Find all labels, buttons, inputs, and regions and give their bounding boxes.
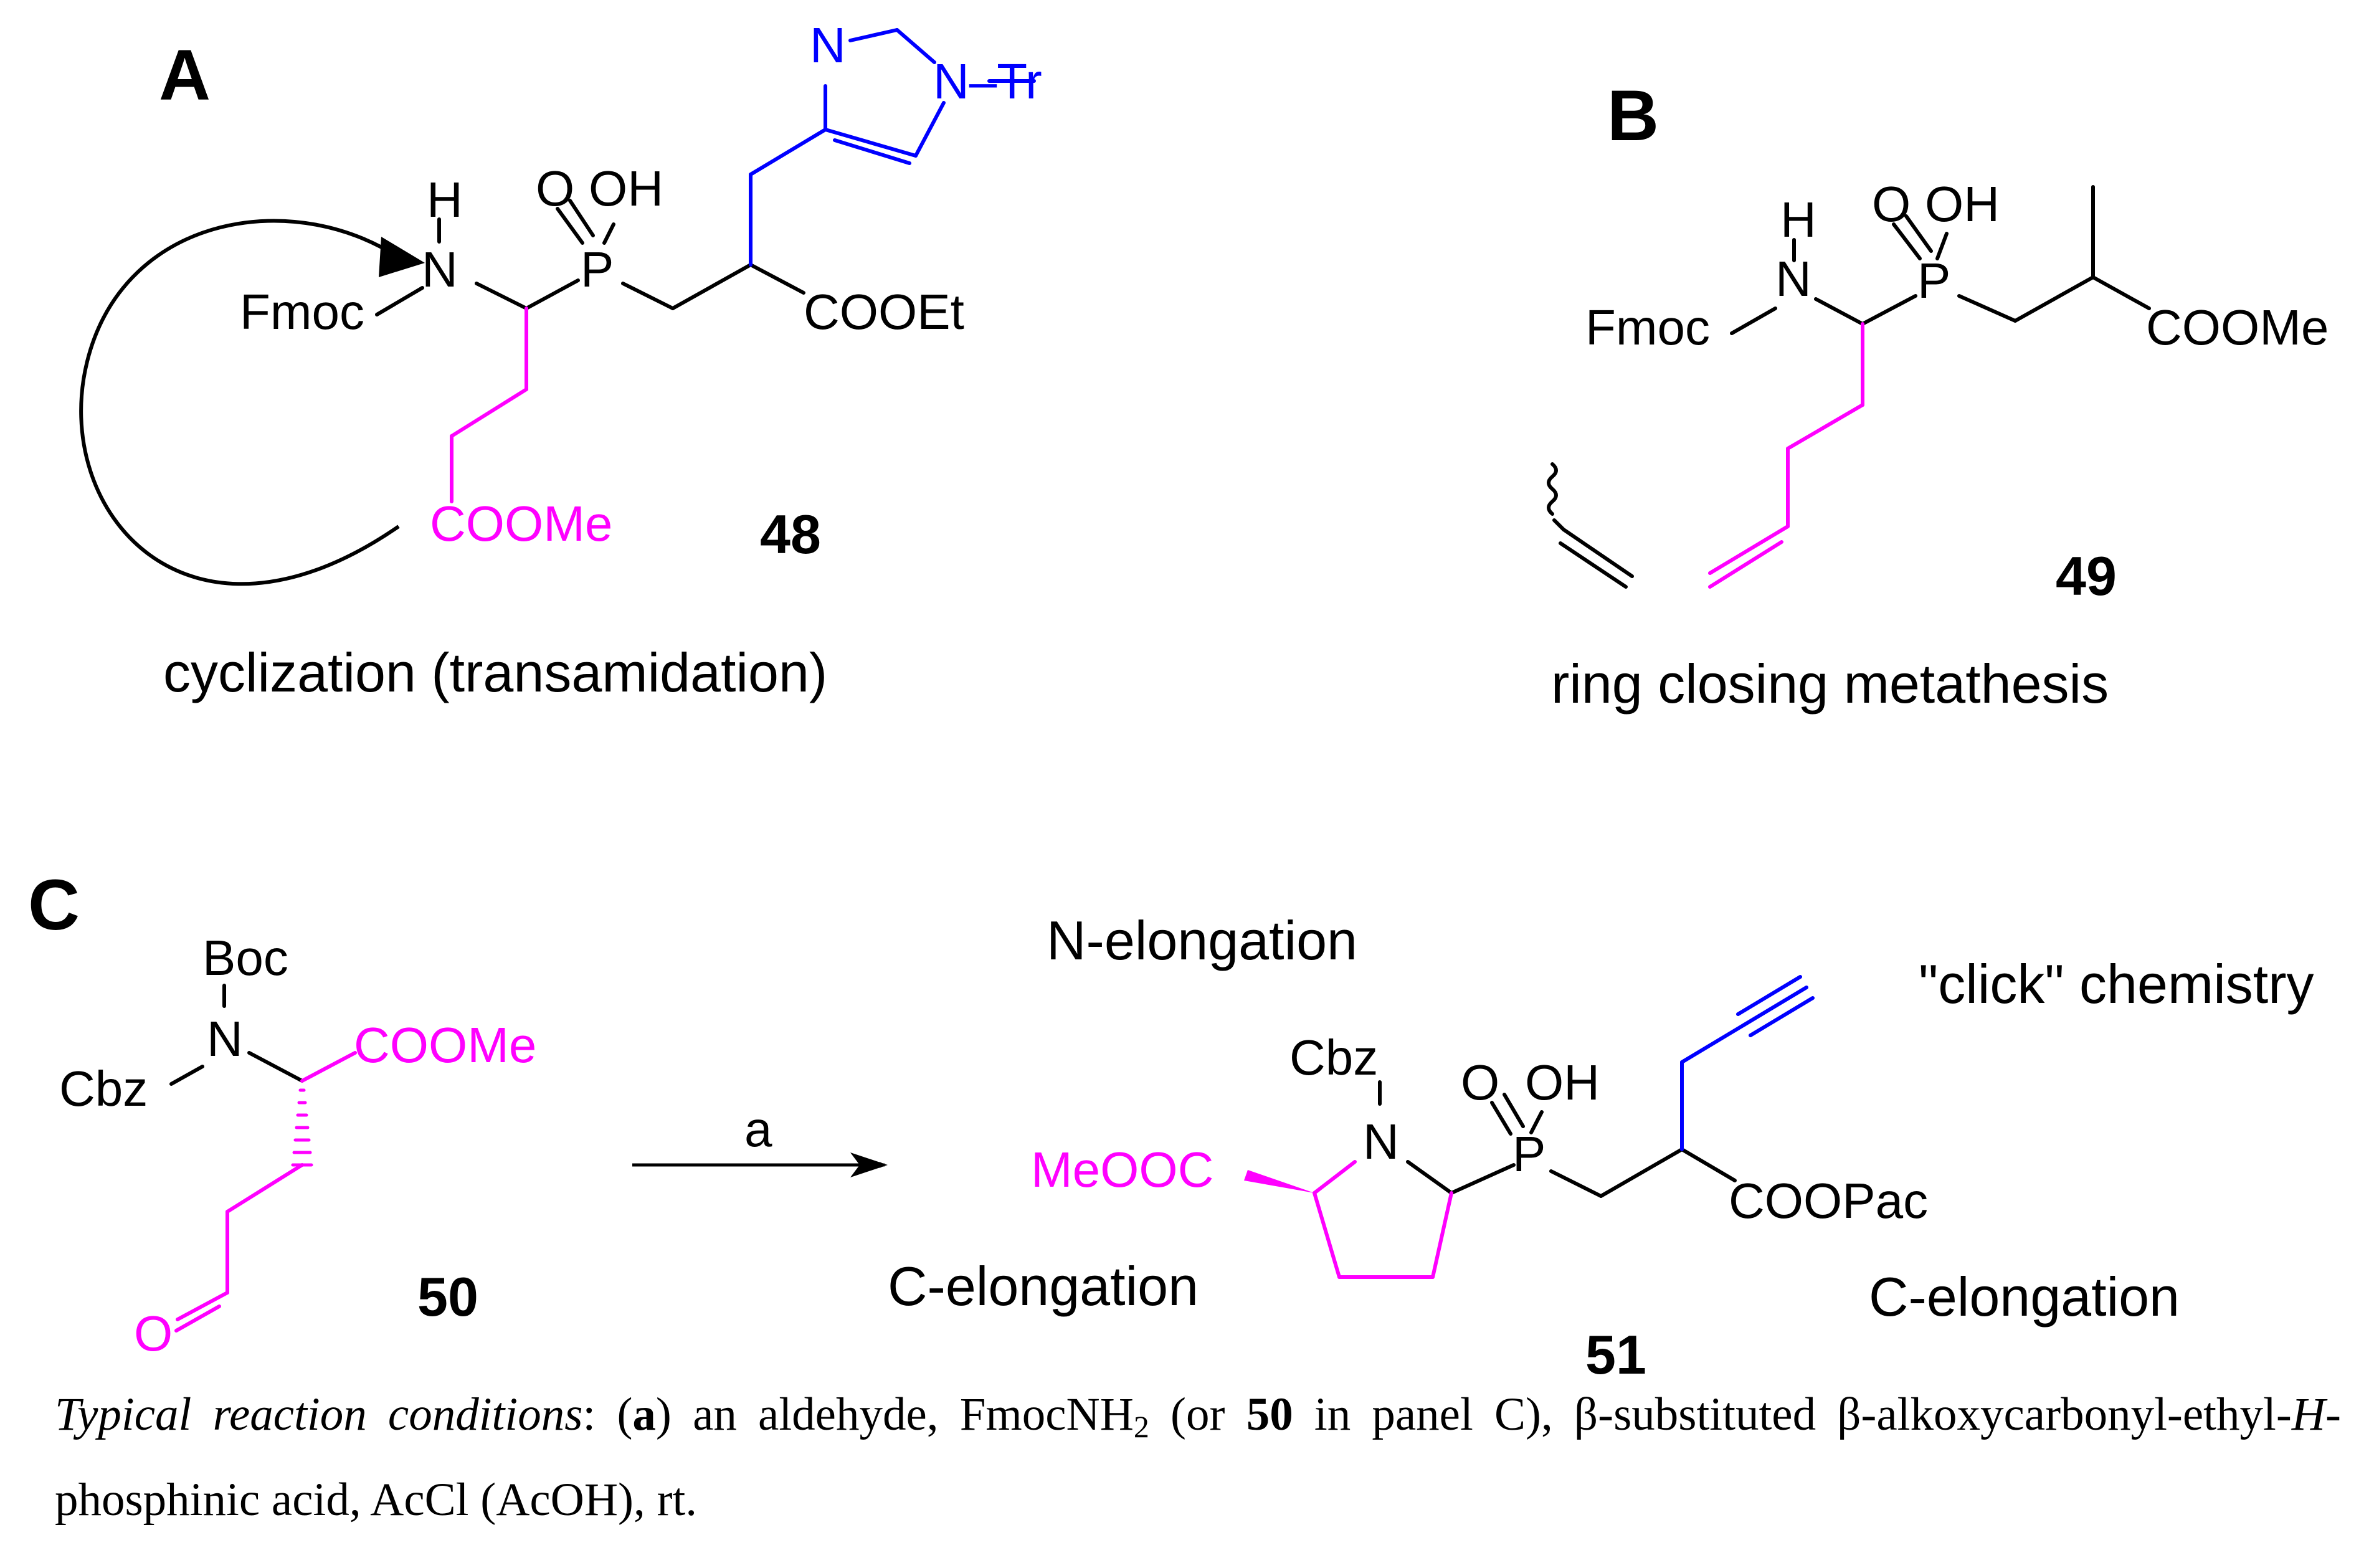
- a-coome: COOMe: [430, 496, 612, 551]
- footnote-text: in panel C), β-substituted β-alkoxycarbo…: [1293, 1389, 2292, 1440]
- b-oxygen: O: [1872, 176, 1911, 232]
- c50-boc: Boc: [202, 930, 288, 986]
- c50-cbz: Cbz: [59, 1061, 148, 1116]
- b-hydroxyl: OH: [1925, 176, 2000, 232]
- footnote-text: : (: [582, 1389, 633, 1440]
- b-nh-h: H: [1780, 192, 1816, 247]
- panel-a-letter: A: [159, 36, 211, 115]
- c51-meooc: MeOOC: [1031, 1142, 1213, 1197]
- b-phosphorus: P: [1917, 253, 1950, 308]
- c51-coopac: COOPac: [1729, 1173, 1928, 1228]
- reaction-conditions-footnote: Typical reaction conditions: (a) an alde…: [55, 1378, 2341, 1537]
- c51-hydroxyl: OH: [1525, 1055, 1600, 1110]
- footnote-italic-h: H: [2291, 1389, 2325, 1440]
- c51-phosphorus: P: [1512, 1126, 1545, 1182]
- label-n-elongation: N-elongation: [1047, 910, 1357, 971]
- panel-c-letter: C: [28, 865, 80, 945]
- panel-b: B H N Fmoc O: [1547, 76, 2329, 715]
- c51-cbz: Cbz: [1289, 1030, 1378, 1085]
- c50-n: N: [207, 1011, 243, 1067]
- c51-oxygen: O: [1461, 1055, 1499, 1110]
- panel-a: A: [79, 17, 1042, 703]
- c51-n: N: [1363, 1114, 1399, 1169]
- a-fmoc: Fmoc: [240, 284, 364, 340]
- label-click-chemistry: "click" chemistry: [1919, 953, 2314, 1015]
- b-caption: ring closing metathesis: [1551, 653, 2109, 715]
- cyclization-curved-arrow: [79, 219, 406, 586]
- footnote-compound-ref: 50: [1246, 1389, 1293, 1440]
- footnote-subscript: 2: [1133, 1409, 1149, 1444]
- c51-compound-number: 51: [1585, 1324, 1646, 1385]
- a-caption: cyclization (transamidation): [163, 642, 827, 703]
- footnote-step-a: a: [632, 1389, 656, 1440]
- c50-aldehyde-o: O: [134, 1306, 173, 1361]
- a-nh-h: H: [427, 172, 463, 227]
- a-compound-number: 48: [760, 503, 821, 565]
- label-c-elongation-right: C-elongation: [1869, 1266, 2180, 1328]
- panel-b-letter: B: [1607, 76, 1659, 156]
- a-nh-n: N: [422, 242, 458, 297]
- a-hydroxyl: OH: [589, 161, 663, 216]
- b-coome: COOMe: [2146, 300, 2329, 355]
- hashed-wedge-bond: [291, 1088, 313, 1167]
- reaction-arrow-head: [850, 1152, 888, 1177]
- b-nh-n: N: [1775, 251, 1811, 306]
- a-cooet: COOEt: [804, 284, 964, 340]
- reagent-label: a: [744, 1101, 772, 1157]
- c50-compound-number: 50: [417, 1266, 478, 1328]
- c50-coome: COOMe: [354, 1017, 536, 1073]
- arrow-head: [379, 237, 425, 277]
- footnote-text: (or: [1149, 1389, 1246, 1440]
- a-imidazole-n1-tr: N–Tr: [933, 54, 1042, 109]
- b-fmoc: Fmoc: [1585, 300, 1710, 355]
- a-phosphorus: P: [581, 242, 614, 297]
- solid-wedge-bond: [1244, 1170, 1314, 1193]
- footnote-text: -phosphinic acid, AcCl (AcOH), rt.: [55, 1389, 2341, 1526]
- a-imidazole-n3: N: [810, 17, 846, 73]
- panel-c: C Boc N Cbz COOMe O 50: [28, 865, 2314, 1385]
- a-oxygen: O: [536, 161, 574, 216]
- b-compound-number: 49: [2056, 545, 2117, 607]
- footnote-text: ) an aldehyde, FmocNH: [655, 1389, 1134, 1440]
- label-c-elongation-left: C-elongation: [888, 1255, 1199, 1317]
- footnote-conditions-heading: Typical reaction conditions: [55, 1389, 583, 1440]
